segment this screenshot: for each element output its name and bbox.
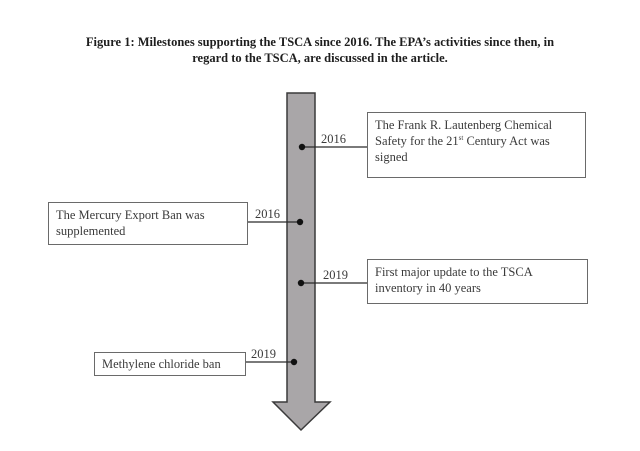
figure-caption: Figure 1: Milestones supporting the TSCA… xyxy=(0,34,640,66)
milestone-year-1: 2016 xyxy=(321,132,346,146)
milestone-year-3: 2019 xyxy=(323,268,348,282)
timeline-arrow xyxy=(271,92,332,432)
milestone-text-2: The Mercury Export Ban was supplemented xyxy=(56,208,205,238)
caption-line-2: regard to the TSCA, are discussed in the… xyxy=(192,51,448,65)
milestone-box-3: First major update to the TSCA inventory… xyxy=(367,259,588,304)
milestone-dot-2 xyxy=(296,218,304,226)
milestone-dot-3 xyxy=(297,279,305,287)
caption-line-1: Figure 1: Milestones supporting the TSCA… xyxy=(85,35,555,49)
milestone-box-1: The Frank R. Lautenberg Chemical Safety … xyxy=(367,112,586,178)
milestone-dot-1 xyxy=(298,143,306,151)
milestone-text-1a: The Frank R. Lautenberg Chemical Safety … xyxy=(375,118,553,148)
milestone-text-4: Methylene chloride ban xyxy=(102,357,221,371)
milestone-box-2: The Mercury Export Ban was supplemented xyxy=(48,202,248,245)
milestone-text-3: First major update to the TSCA inventory… xyxy=(375,265,533,295)
milestone-box-4: Methylene chloride ban xyxy=(94,352,246,376)
milestone-year-4: 2019 xyxy=(251,347,276,361)
milestone-dot-4 xyxy=(290,358,298,366)
milestone-text-1-sup: st xyxy=(458,134,464,142)
milestone-text-1b: Century Act was signed xyxy=(375,134,550,164)
milestone-year-2: 2016 xyxy=(255,207,280,221)
